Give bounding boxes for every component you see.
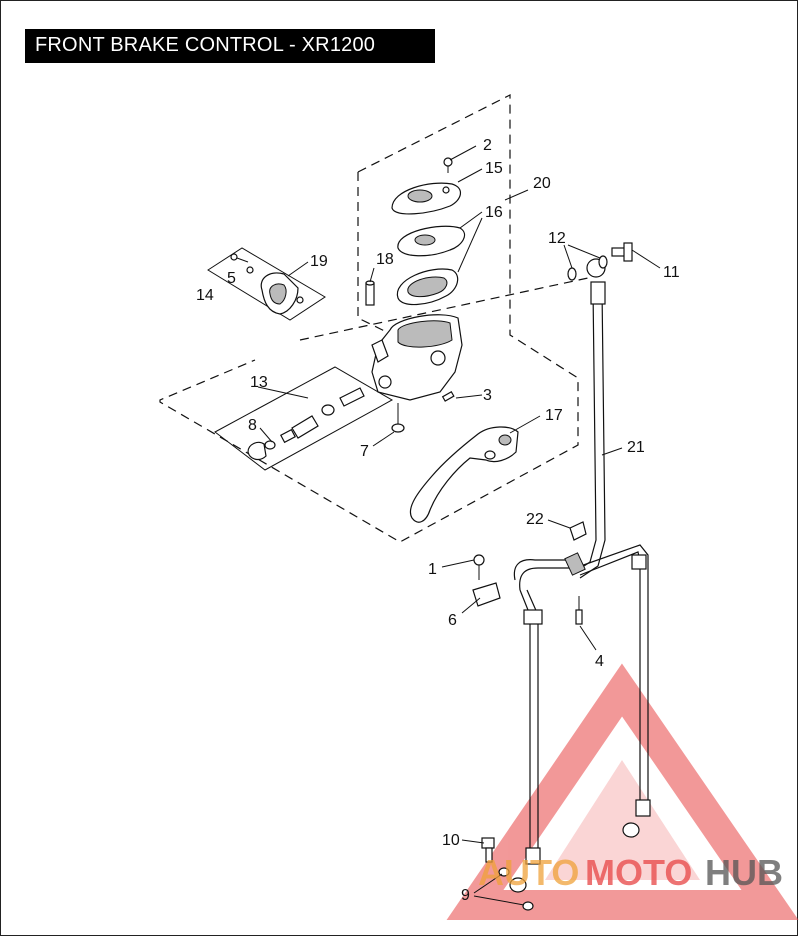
reservoir-cover: [391, 182, 461, 215]
watermark-word-moto: MOTO: [585, 852, 692, 893]
cover-gasket: [397, 225, 465, 257]
washer-lower-bottom: [522, 901, 534, 911]
callout-21: 21: [627, 439, 645, 456]
callout-14: 14: [196, 287, 214, 304]
page-title: FRONT BRAKE CONTROL - XR1200: [35, 34, 376, 56]
washer-upper-left: [567, 267, 577, 281]
callout-16: 16: [485, 204, 503, 221]
callout-2: 2: [483, 137, 492, 154]
reservoir-screw: [443, 157, 453, 173]
leader-lines: [257, 145, 661, 906]
callout-7: 7: [360, 443, 369, 460]
watermark-text: AUTO MOTO HUB: [478, 852, 783, 893]
o-ring: [391, 423, 405, 433]
line-clip: [472, 582, 501, 607]
callout-20: 20: [533, 175, 551, 192]
watermark-word-auto: AUTO: [478, 852, 579, 893]
reservoir-group-outline: [357, 172, 404, 341]
watermark-triangle: [446, 663, 799, 920]
callout-8: 8: [248, 417, 257, 434]
title-banner: FRONT BRAKE CONTROL - XR1200: [25, 29, 435, 63]
washer-upper-right: [598, 255, 608, 269]
master-cylinder-housing: [371, 314, 463, 401]
pivot-group-outline: [207, 247, 326, 321]
callout-4: 4: [595, 653, 604, 670]
watermark-word-hub: HUB: [705, 852, 783, 893]
watermark-logo: [446, 663, 799, 920]
set-screw: [441, 390, 455, 402]
piston-kit: [247, 387, 365, 461]
callout-1: 1: [428, 561, 437, 578]
callout-6: 6: [448, 612, 457, 629]
bracket-screw: [575, 596, 583, 625]
master-cylinder-group-outline: [159, 94, 579, 543]
callout-11: 11: [663, 264, 680, 281]
clamp-screws: [230, 253, 304, 304]
diaphragm: [396, 268, 459, 306]
watermark-inner: [545, 760, 700, 880]
brake-lever: [409, 426, 519, 523]
callout-18: 18: [376, 251, 394, 268]
callout-13: 13: [250, 374, 268, 391]
callout-12: 12: [548, 230, 566, 247]
pivot-axis-line: [299, 277, 589, 341]
callout-9: 9: [461, 887, 470, 904]
brake-lines: [509, 258, 651, 893]
callout-19: 19: [310, 253, 328, 270]
callout-5: 5: [227, 270, 236, 287]
banjo-bolt-upper: [611, 242, 633, 262]
callout-10: 10: [442, 832, 460, 849]
line-bracket: [569, 521, 587, 541]
pivot-pin: [365, 280, 375, 306]
callout-15: 15: [485, 160, 503, 177]
piston-kit-outline: [214, 366, 394, 471]
callout-22: 22: [526, 511, 544, 528]
clip-screw: [473, 554, 485, 580]
callout-3: 3: [483, 387, 492, 404]
callout-17: 17: [545, 407, 563, 424]
clamp: [260, 272, 299, 315]
